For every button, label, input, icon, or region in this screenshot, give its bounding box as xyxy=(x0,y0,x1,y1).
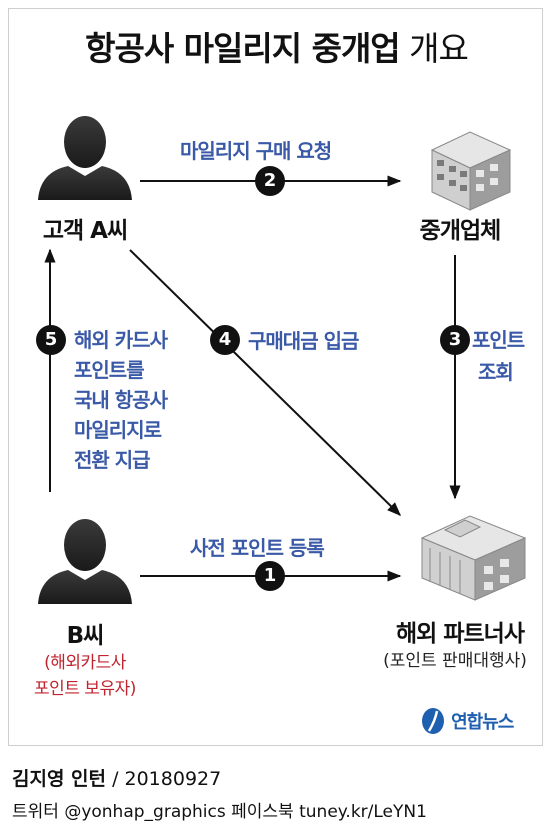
yonhap-logo-icon xyxy=(422,708,444,734)
customer-b-note-line1: (해외카드사 xyxy=(44,653,126,673)
yonhap-logo-text: 연합뉴스 xyxy=(451,712,514,733)
partner-building-icon xyxy=(420,515,527,601)
page-title: 항공사 마일리지 중개업 개요 xyxy=(0,22,553,70)
credit-date: / 20180927 xyxy=(112,768,222,790)
customer-b-label: B씨 xyxy=(66,623,105,649)
step-5-label-line: 해외 카드사 xyxy=(74,328,168,352)
broker-building-icon xyxy=(430,131,512,211)
credit-name: 김지영 인턴 xyxy=(12,768,107,790)
graphic-frame xyxy=(8,8,543,746)
customer-b-note-line2: 포인트 보유자) xyxy=(34,679,136,699)
title-suffix: 개요 xyxy=(409,29,469,68)
step-4-label: 구매대금 입금 xyxy=(248,329,359,353)
diagram-graphics xyxy=(38,116,527,604)
person-a-icon xyxy=(38,116,132,200)
step-2-badge: 2 xyxy=(255,166,285,196)
social-line: 트위터 @yonhap_graphics 페이스북 tuney.kr/LeYN1 xyxy=(12,802,427,822)
step-2-label: 마일리지 구매 요청 xyxy=(180,139,332,163)
step-3-label-line1: 포인트 xyxy=(472,328,525,352)
yonhap-logo: 연합뉴스 xyxy=(420,706,514,736)
step-5-label: 해외 카드사 포인트를 국내 항공사 마일리지로 전환 지급 xyxy=(74,325,168,475)
step-4-badge: 4 xyxy=(210,325,240,355)
step-1-badge: 1 xyxy=(255,561,285,591)
step-5-label-line: 국내 항공사 xyxy=(74,388,168,412)
step-5-label-line: 포인트를 xyxy=(74,358,145,382)
arrow-step-4 xyxy=(129,249,401,516)
step-5-label-line: 전환 지급 xyxy=(74,448,151,472)
partner-label: 해외 파트너사 xyxy=(396,621,525,647)
partner-note: (포인트 판매대행사) xyxy=(383,651,527,671)
step-5-label-line: 마일리지로 xyxy=(74,418,162,442)
step-5-badge: 5 xyxy=(36,325,66,355)
step-1-label: 사전 포인트 등록 xyxy=(190,536,325,560)
credit-line: 김지영 인턴 / 20180927 xyxy=(12,764,221,791)
step-3-badge: 3 xyxy=(440,325,470,355)
title-main: 항공사 마일리지 중개업 xyxy=(85,29,401,68)
person-b-icon xyxy=(38,519,132,604)
customer-a-label: 고객 A씨 xyxy=(42,218,128,244)
broker-label: 중개업체 xyxy=(419,218,502,244)
step-3-label-line2: 조회 xyxy=(478,360,514,384)
